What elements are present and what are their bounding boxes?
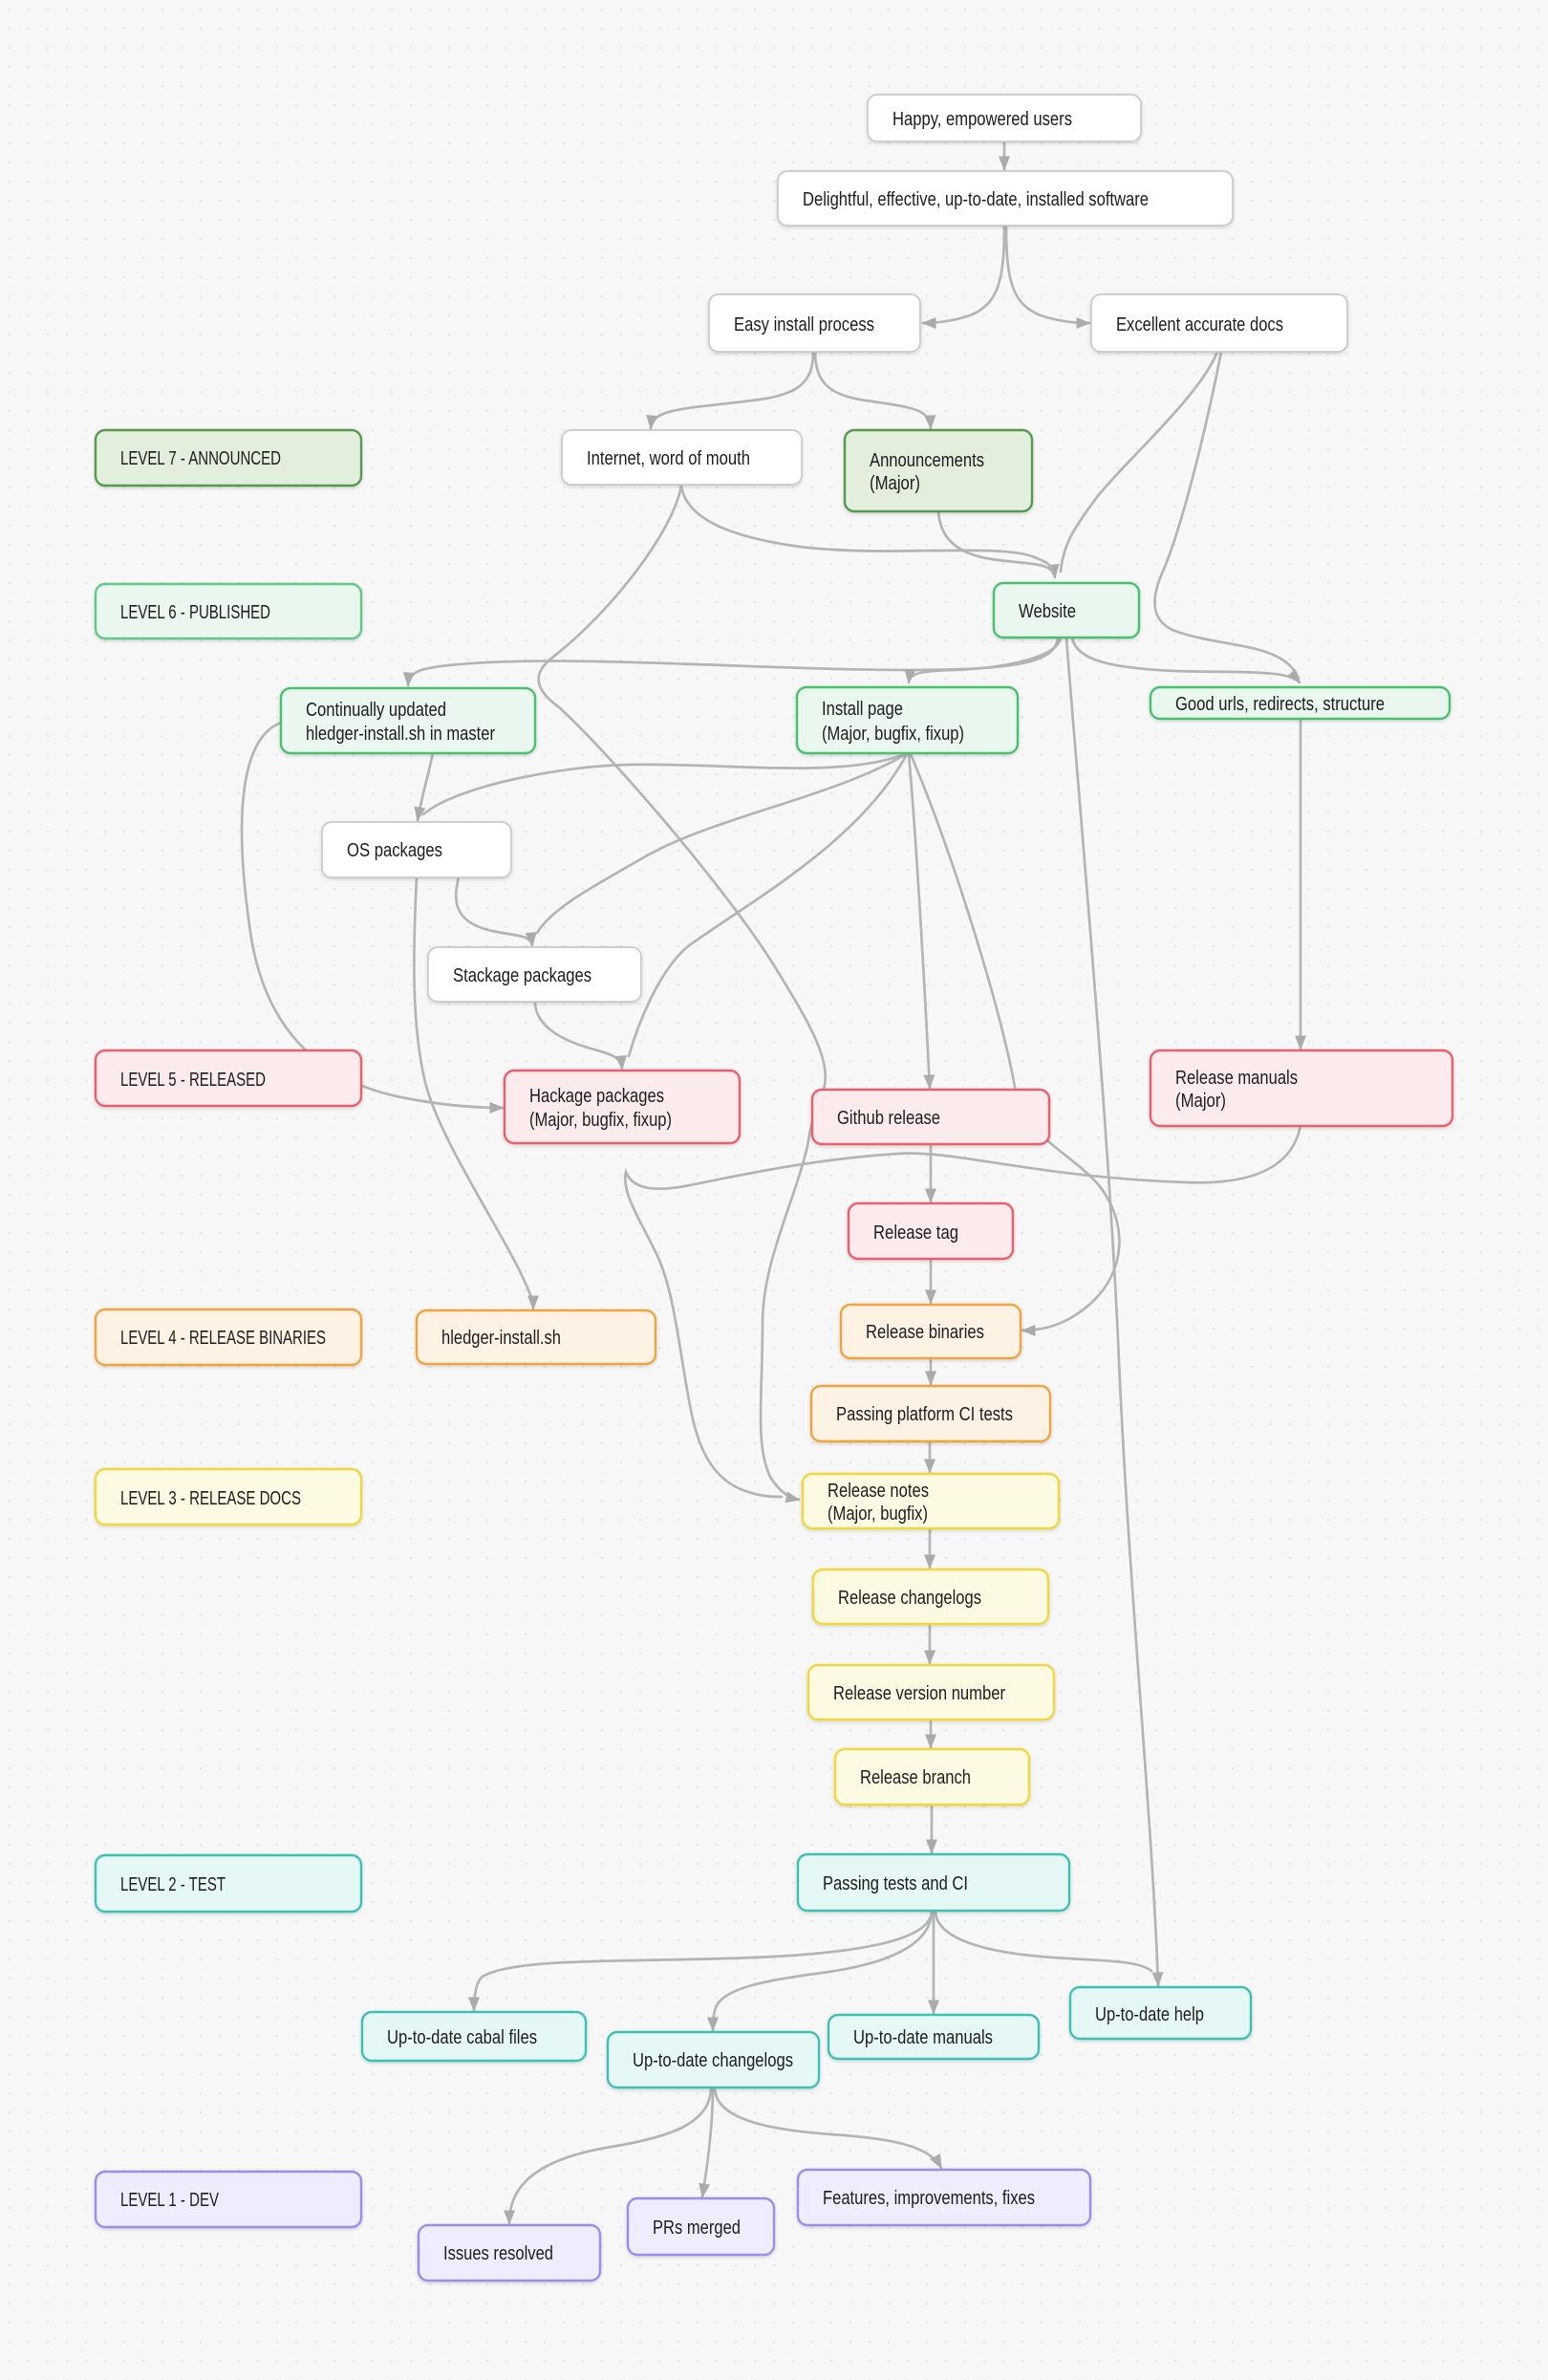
- svg-text:LEVEL 6 - PUBLISHED: LEVEL 6 - PUBLISHED: [120, 602, 270, 623]
- svg-text:Internet, word of mouth: Internet, word of mouth: [587, 448, 750, 469]
- svg-text:LEVEL 3 - RELEASE DOCS: LEVEL 3 - RELEASE DOCS: [120, 1488, 301, 1509]
- svg-text:Website: Website: [1019, 601, 1076, 622]
- svg-text:(Major): (Major): [1175, 1091, 1226, 1112]
- svg-text:(Major, bugfix): (Major, bugfix): [828, 1504, 928, 1525]
- svg-text:Release changelogs: Release changelogs: [838, 1588, 981, 1609]
- svg-text:hledger-install.sh: hledger-install.sh: [441, 1328, 561, 1349]
- svg-text:Happy, empowered users: Happy, empowered users: [892, 109, 1072, 130]
- svg-text:Good urls, redirects, structur: Good urls, redirects, structure: [1175, 694, 1385, 715]
- svg-text:Up-to-date help: Up-to-date help: [1095, 2004, 1204, 2025]
- svg-text:LEVEL 1 - DEV: LEVEL 1 - DEV: [120, 2190, 219, 2211]
- svg-text:Excellent accurate docs: Excellent accurate docs: [1116, 314, 1283, 335]
- svg-text:PRs merged: PRs merged: [653, 2218, 741, 2239]
- svg-text:(Major): (Major): [870, 473, 920, 494]
- svg-text:Release notes: Release notes: [828, 1481, 929, 1502]
- svg-text:Easy install process: Easy install process: [734, 314, 874, 335]
- svg-text:(Major, bugfix, fixup): (Major, bugfix, fixup): [529, 1110, 672, 1131]
- svg-text:LEVEL 4 - RELEASE BINARIES: LEVEL 4 - RELEASE BINARIES: [120, 1328, 326, 1349]
- svg-text:Release manuals: Release manuals: [1175, 1068, 1298, 1089]
- svg-text:Release branch: Release branch: [860, 1767, 971, 1788]
- svg-text:Passing tests and CI: Passing tests and CI: [823, 1873, 968, 1894]
- svg-text:Continually updated: Continually updated: [306, 700, 446, 721]
- svg-text:LEVEL 5 - RELEASED: LEVEL 5 - RELEASED: [120, 1070, 266, 1091]
- svg-text:Up-to-date manuals: Up-to-date manuals: [853, 2027, 993, 2048]
- svg-text:LEVEL 7 - ANNOUNCED: LEVEL 7 - ANNOUNCED: [120, 448, 281, 469]
- svg-text:Hackage packages: Hackage packages: [529, 1086, 664, 1107]
- svg-text:Release binaries: Release binaries: [866, 1322, 984, 1343]
- svg-text:Release tag: Release tag: [873, 1222, 958, 1244]
- svg-text:Install page: Install page: [822, 699, 903, 720]
- svg-text:Release version number: Release version number: [833, 1683, 1005, 1704]
- svg-text:Up-to-date cabal files: Up-to-date cabal files: [387, 2027, 537, 2048]
- svg-text:(Major, bugfix, fixup): (Major, bugfix, fixup): [822, 724, 964, 745]
- svg-text:Issues resolved: Issues resolved: [443, 2243, 553, 2264]
- svg-text:hledger-install.sh in master: hledger-install.sh in master: [306, 724, 495, 745]
- svg-text:Stackage packages: Stackage packages: [453, 965, 591, 986]
- svg-text:Github release: Github release: [837, 1108, 940, 1129]
- svg-text:Passing platform CI tests: Passing platform CI tests: [836, 1404, 1013, 1425]
- svg-text:Announcements: Announcements: [870, 450, 984, 471]
- svg-text:Features, improvements, fixes: Features, improvements, fixes: [823, 2188, 1035, 2209]
- svg-text:OS packages: OS packages: [347, 840, 442, 861]
- svg-text:Up-to-date changelogs: Up-to-date changelogs: [633, 2050, 793, 2071]
- svg-text:Delightful, effective, up-to-d: Delightful, effective, up-to-date, insta…: [803, 189, 1149, 210]
- svg-text:LEVEL 2 - TEST: LEVEL 2 - TEST: [120, 1874, 226, 1895]
